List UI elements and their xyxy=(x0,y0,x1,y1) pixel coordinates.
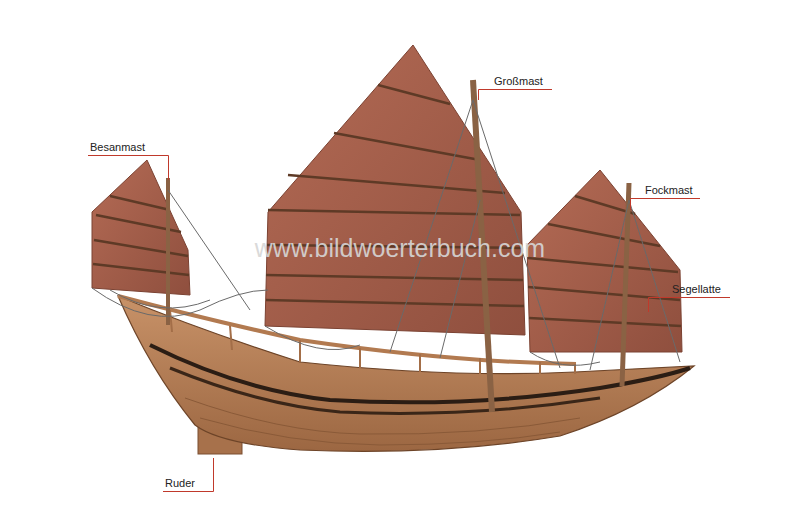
watermark: www.bildwoerterbuch.com xyxy=(255,234,545,262)
mizzen-mast xyxy=(166,178,170,325)
hull-plank xyxy=(200,418,560,445)
part-label: Fockmast xyxy=(645,184,693,197)
part-label: Großmast xyxy=(494,75,543,88)
fore-sail xyxy=(527,170,682,352)
part-label: Ruder xyxy=(165,477,195,490)
leader-lines xyxy=(88,90,730,492)
rigging xyxy=(92,100,680,370)
part-label: Segellatte xyxy=(672,283,721,296)
part-label: Besanmast xyxy=(90,141,145,154)
hull-wale xyxy=(170,368,600,413)
mizzen-sail xyxy=(92,160,190,295)
sail-battens xyxy=(93,196,189,275)
